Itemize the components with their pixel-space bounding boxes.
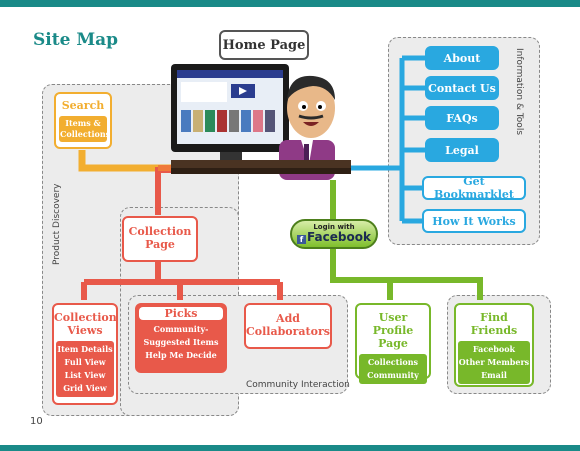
collection-page-box: Collection Page xyxy=(122,216,198,262)
login-label: Login with xyxy=(313,223,355,231)
find-friends-box: Find Friends Facebook Other Members Emai… xyxy=(454,303,534,387)
view-item-details: Item Details xyxy=(57,344,113,354)
computer-illustration xyxy=(171,64,351,180)
find-friends-line2: Friends xyxy=(470,324,518,337)
collection-page-line2: Page xyxy=(145,238,175,251)
info-item-about: About xyxy=(425,46,499,70)
view-full: Full View xyxy=(64,357,106,367)
add-collaborators-line2: Collaborators xyxy=(246,325,330,338)
view-list: List View xyxy=(64,370,106,380)
picks-item-3: Help Me Decide xyxy=(145,350,217,360)
community-interaction-label: Community Interaction xyxy=(246,380,350,390)
search-sub: Items & Collections xyxy=(59,116,110,142)
picks-title: Picks xyxy=(139,307,223,320)
page-number: 10 xyxy=(30,416,43,427)
find-friends-line1: Find xyxy=(480,311,508,324)
user-profile-line1: User xyxy=(378,311,408,324)
picks-item-2: Suggested Items xyxy=(143,337,219,347)
friends-facebook: Facebook xyxy=(472,344,516,354)
info-item-contact-us: Contact Us xyxy=(425,76,499,100)
user-profile-box: User Profile Page Collections Community xyxy=(355,303,431,384)
view-grid: Grid View xyxy=(63,383,107,393)
info-item-faqs: FAQs xyxy=(425,106,499,130)
friends-other-members: Other Members xyxy=(458,357,530,367)
info-item-how-it-works: How It Works xyxy=(422,209,526,233)
profile-collections: Collections xyxy=(367,357,419,367)
add-collaborators-line1: Add xyxy=(276,312,300,325)
search-title: Search xyxy=(61,99,105,112)
picks-box: Picks Community- Suggested Items Help Me… xyxy=(135,303,227,373)
info-item-get-bookmarklet: Get Bookmarklet xyxy=(422,175,526,201)
info-item-legal: Legal xyxy=(425,138,499,162)
search-box: Search Items & Collections xyxy=(54,92,112,149)
info-connector xyxy=(340,55,425,224)
add-collaborators-box: Add Collaborators xyxy=(244,303,332,349)
bottom-accent-bar xyxy=(0,445,580,451)
user-profile-line2: Profile Page xyxy=(372,324,414,350)
top-accent-bar xyxy=(0,0,580,7)
collection-views-line2: Views xyxy=(67,324,103,337)
home-page-box: Home Page xyxy=(219,30,309,60)
friends-email: Email xyxy=(481,370,507,380)
page-title: Site Map xyxy=(33,30,119,50)
login-brand: Facebook xyxy=(307,230,371,244)
collection-page-line1: Collection xyxy=(128,225,192,238)
facebook-icon: f xyxy=(297,234,307,244)
collection-views-box: Collection Views Item Details Full View … xyxy=(52,303,118,405)
collection-views-line1: Collection xyxy=(54,311,117,324)
search-connector xyxy=(78,150,182,172)
picks-item-1: Community- xyxy=(153,324,209,334)
profile-community: Community xyxy=(367,370,419,380)
